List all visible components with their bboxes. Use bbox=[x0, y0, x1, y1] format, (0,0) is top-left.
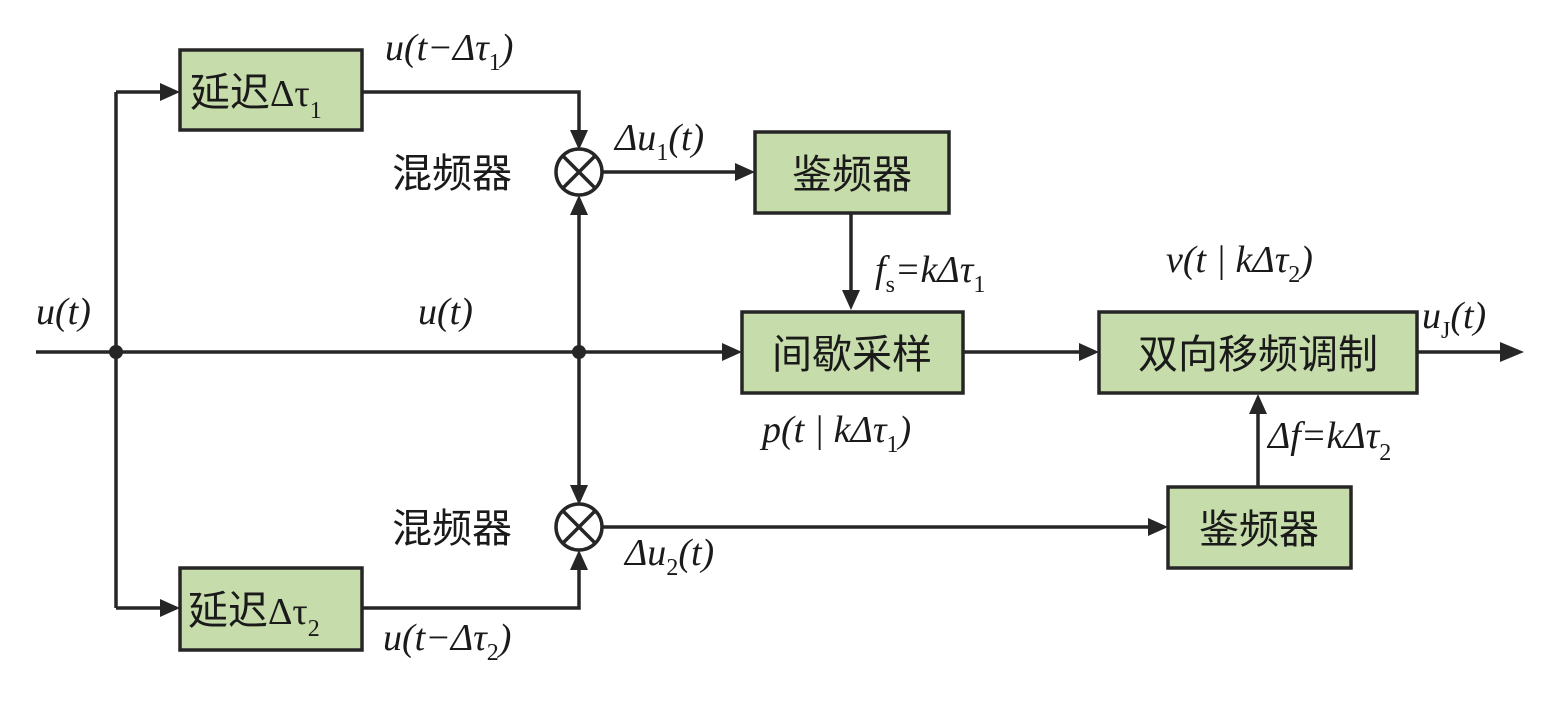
wire-delay2-to-mixer2 bbox=[362, 560, 581, 610]
signal-label-v: v(t | kΔτ2) bbox=[1166, 239, 1313, 288]
mixer-1: 混频器 bbox=[392, 147, 604, 197]
block-disc2-label: 鉴频器 bbox=[1199, 507, 1319, 553]
delayed2-pre: u(t−Δτ bbox=[383, 617, 488, 659]
p-sub: 1 bbox=[886, 432, 898, 458]
signal-label-du1: Δu1(t) bbox=[613, 117, 704, 166]
mixer-2: 混频器 bbox=[392, 502, 604, 552]
du1-pre: Δu bbox=[613, 117, 656, 159]
junction-dot-center bbox=[572, 345, 586, 359]
block-delay1-symbol: Δτ bbox=[270, 73, 310, 115]
fs-post: =kΔτ bbox=[895, 249, 975, 291]
wire-delay1-to-mixer1 bbox=[362, 90, 581, 140]
arrow-into-disc2 bbox=[1148, 518, 1168, 536]
arrow-into-mixer1-bottom bbox=[570, 195, 588, 215]
block-delay1-text: 延迟 bbox=[190, 70, 270, 116]
arrow-into-modulation bbox=[1079, 343, 1099, 361]
block-sampling-label: 间歇采样 bbox=[772, 332, 932, 378]
block-delay2-sub: 2 bbox=[308, 616, 320, 642]
du2-sub: 2 bbox=[666, 555, 678, 581]
arrow-into-mixer2-top bbox=[570, 485, 588, 505]
v-pre: v(t | kΔτ bbox=[1166, 239, 1290, 281]
block-disc2-rect bbox=[1166, 485, 1353, 570]
signal-label-delayed1: u(t−Δτ1) bbox=[385, 27, 513, 76]
arrow-into-disc1 bbox=[735, 163, 755, 181]
v-sub: 2 bbox=[1288, 262, 1300, 288]
block-discriminator2: 鉴频器 bbox=[1166, 485, 1353, 570]
block-delay1-label: 延迟Δτ1 bbox=[190, 70, 322, 124]
wires bbox=[36, 90, 1505, 610]
signal-label-fs: fs=kΔτ1 bbox=[875, 249, 985, 298]
block-disc1-label: 鉴频器 bbox=[792, 152, 912, 198]
block-modulation-label: 双向移频调制 bbox=[1138, 332, 1378, 378]
delayed1-sub: 1 bbox=[489, 50, 501, 76]
block-delay1-rect bbox=[178, 48, 364, 132]
mixer-1-label: 混频器 bbox=[392, 151, 512, 197]
signal-label-output: uJ(t) bbox=[1422, 295, 1486, 344]
output-sub: J bbox=[1441, 318, 1450, 344]
arrow-into-sampling-top bbox=[842, 290, 860, 310]
arrow-output bbox=[1500, 342, 1524, 362]
signal-label-delayed2: u(t−Δτ2) bbox=[383, 617, 511, 666]
arrowheads bbox=[160, 83, 1524, 617]
mixer-2-label: 混频器 bbox=[392, 506, 512, 552]
block-sampling-rect bbox=[740, 310, 965, 395]
df-sub: 2 bbox=[1379, 440, 1391, 466]
output-post: (t) bbox=[1450, 295, 1486, 337]
block-delay1-sub: 1 bbox=[310, 98, 322, 124]
v-post: ) bbox=[1298, 239, 1313, 281]
delayed1-pre: u(t−Δτ bbox=[385, 27, 490, 69]
p-post: ) bbox=[896, 409, 911, 451]
delayed1-post: ) bbox=[499, 27, 514, 69]
du2-post: (t) bbox=[678, 532, 714, 574]
block-modulation-rect bbox=[1097, 310, 1419, 395]
block-sampling: 间歇采样 bbox=[740, 310, 965, 395]
output-pre: u bbox=[1422, 295, 1441, 337]
arrow-into-delay1 bbox=[160, 83, 180, 101]
delayed2-sub: 2 bbox=[487, 640, 499, 666]
du2-pre: Δu bbox=[623, 532, 666, 574]
du1-post: (t) bbox=[668, 117, 704, 159]
block-delay2-rect bbox=[178, 566, 364, 652]
arrow-into-sampling bbox=[722, 343, 742, 361]
mixer-1-cross-b bbox=[561, 154, 597, 190]
arrow-into-modulation-bottom bbox=[1249, 394, 1267, 414]
mixer-2-cross-b bbox=[561, 509, 597, 545]
signal-label-du2: Δu2(t) bbox=[623, 532, 714, 581]
block-delay1: 延迟Δτ1 bbox=[178, 48, 364, 132]
block-modulation: 双向移频调制 bbox=[1097, 310, 1419, 395]
block-disc1-rect bbox=[753, 130, 951, 215]
block-delay2-symbol: Δτ bbox=[268, 591, 308, 633]
arrow-into-mixer2-bottom bbox=[570, 550, 588, 570]
p-pre: p(t | kΔτ bbox=[759, 409, 888, 451]
junction-dot-left bbox=[109, 345, 123, 359]
signal-label-mid: u(t) bbox=[418, 291, 473, 333]
du1-sub: 1 bbox=[656, 140, 668, 166]
delayed2-post: ) bbox=[497, 617, 512, 659]
signal-label-input: u(t) bbox=[36, 291, 91, 333]
df-pre: Δf=kΔτ bbox=[1266, 415, 1381, 457]
block-discriminator1: 鉴频器 bbox=[753, 130, 951, 215]
fs-sub: s bbox=[886, 272, 895, 298]
fs-sub2: 1 bbox=[973, 272, 985, 298]
signal-label-p: p(t | kΔτ1) bbox=[759, 409, 911, 458]
block-delay2-label: 延迟Δτ2 bbox=[188, 588, 320, 642]
block-delay2: 延迟Δτ2 bbox=[178, 566, 364, 652]
signal-label-df: Δf=kΔτ2 bbox=[1266, 415, 1391, 466]
block-delay2-text: 延迟 bbox=[188, 588, 268, 634]
arrow-into-mixer1-top bbox=[570, 130, 588, 150]
arrow-into-delay2 bbox=[160, 599, 180, 617]
